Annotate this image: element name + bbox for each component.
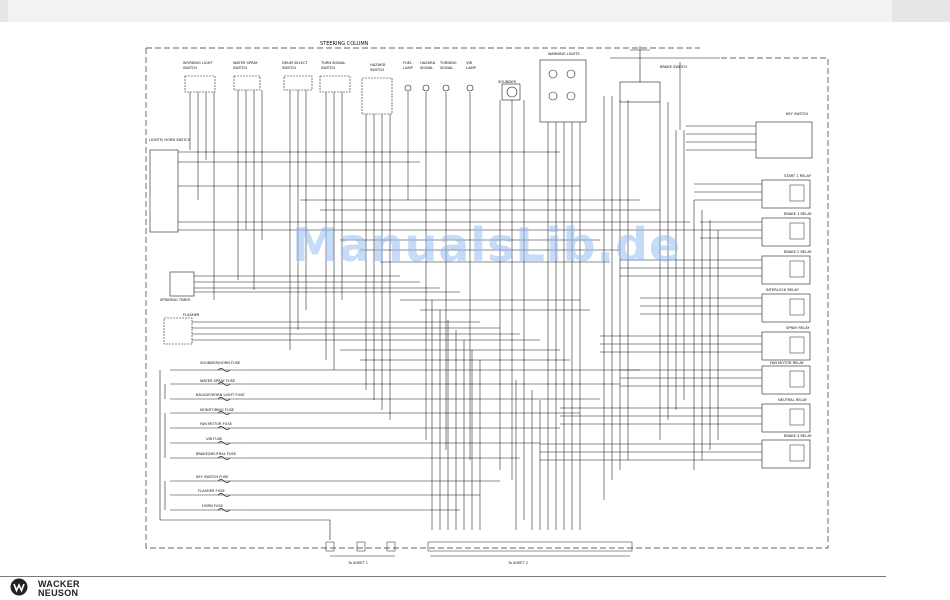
wiring-vertical-runs (189, 90, 719, 530)
relay-coils (789, 184, 805, 462)
relay-label-brake-2: BRAKE 2 RELAY (784, 250, 813, 254)
working-light-label-1: WORKING LIGHT (183, 61, 213, 65)
key-switch-label: KEY SWITCH (786, 112, 808, 116)
connector-label-sheet2: To SHEET 2 (507, 561, 528, 565)
fuse-label-backup-horn-light: BACKUP/HORN LIGHT FUSE (196, 393, 245, 397)
bottom-terminal-strip (325, 541, 633, 552)
relay-label-brake-1: BRAKE 1 RELAY (784, 212, 813, 216)
fuse-label-monitoring: MONITORING FUSE (200, 408, 235, 412)
turn-signal-label-1: TURN SIGNAL (320, 61, 345, 65)
hazard-signal-label-1: HAZARD (420, 61, 436, 65)
relay-label-fan-motor: FAN MOTOR RELAY (770, 361, 805, 365)
viewer-top-bar-inner (8, 0, 892, 22)
fuse-label-horn: HORN FUSE (202, 504, 224, 508)
wacker-neuson-logo-icon (10, 578, 28, 596)
footer-rule (0, 576, 886, 577)
hazard-signal-label-2: SIGNAL (420, 66, 433, 70)
viewer-top-bar (0, 0, 950, 22)
sounder-label: SOUNDER (498, 80, 516, 84)
top-switch-bodies (149, 46, 813, 345)
spraying-timer-label: SPRAYING TIMER (160, 298, 190, 302)
lights-horn-label: LIGHTS/ HORN SWITCH (149, 138, 191, 142)
logo-text-line-2: NEUSON (38, 588, 79, 598)
relay-label-spray: SPRAY RELAY (786, 326, 810, 330)
turn-signal-label-2: SWITCH (321, 66, 335, 70)
watermark-text: ManualsLib.de (292, 218, 682, 272)
relay-label-start-1: START 1 RELAY (784, 174, 812, 178)
fuse-label-vib: VIB FUSE (206, 437, 223, 441)
fuel-lamp-label-1: FUEL (403, 61, 412, 65)
connector-label-sheet1: To SHEET 1 (347, 561, 368, 565)
drum-select-label-2: SWITCH (282, 66, 296, 70)
water-spray-label-2: SWITCH (233, 66, 247, 70)
fuse-bus-lines (159, 369, 331, 540)
drum-select-label-1: DRUM SELECT (282, 61, 308, 65)
water-spray-label-1: WATER SPRAY (233, 61, 259, 65)
lamp-symbols (404, 84, 474, 92)
steering-column-border (145, 48, 829, 549)
fuse-label-key-switch: KEY SWITCH FUSE (196, 475, 229, 479)
vib-lamp-label-1: VIB (466, 61, 473, 65)
fuel-lamp-label-2: LAMP (403, 66, 414, 70)
fuse-label-fan-motor: FAN MOTOR FUSE (200, 422, 233, 426)
logo-text-line-1: WACKER (38, 579, 80, 589)
wacker-neuson-logo: WACKER NEUSON (10, 578, 130, 598)
turning-signal-label-2: SIGNAL (440, 66, 453, 70)
brake-switch-label: BRAKE SWITCH (660, 65, 687, 69)
relay-label-brake-3: BRAKE 3 RELAY (784, 434, 813, 438)
diagram-title: STEERING COLUMN (320, 41, 369, 47)
flasher-label: FLASHER (183, 313, 200, 317)
relay-boxes (761, 179, 811, 469)
vib-lamp-label-2: LAMP (466, 66, 477, 70)
hazard-switch-label-1: HAZARD (370, 63, 386, 67)
working-light-label-2: SWITCH (183, 66, 197, 70)
relay-label-neutral: NEUTRAL RELAY (778, 398, 808, 402)
fuse-label-sounder-horn: SOUNDER/HORN FUSE (200, 361, 241, 365)
fuse-label-water-spray: WATER SPRAY FUSE (200, 379, 236, 383)
hazard-switch-label-2: SWITCH (370, 68, 384, 72)
turning-signal-label-1: TURNING (439, 61, 457, 65)
warning-lights-label: WARNING LIGHTS (548, 52, 580, 56)
wiring-horizontal-runs (178, 57, 762, 511)
fuse-label-brake-neutral: BRAKE/NEUTRAL FUSE (196, 452, 237, 456)
relay-label-interlock: INTERLOCK RELAY (766, 288, 799, 292)
fuse-label-flasher: FLASHER FUSE (198, 489, 225, 493)
